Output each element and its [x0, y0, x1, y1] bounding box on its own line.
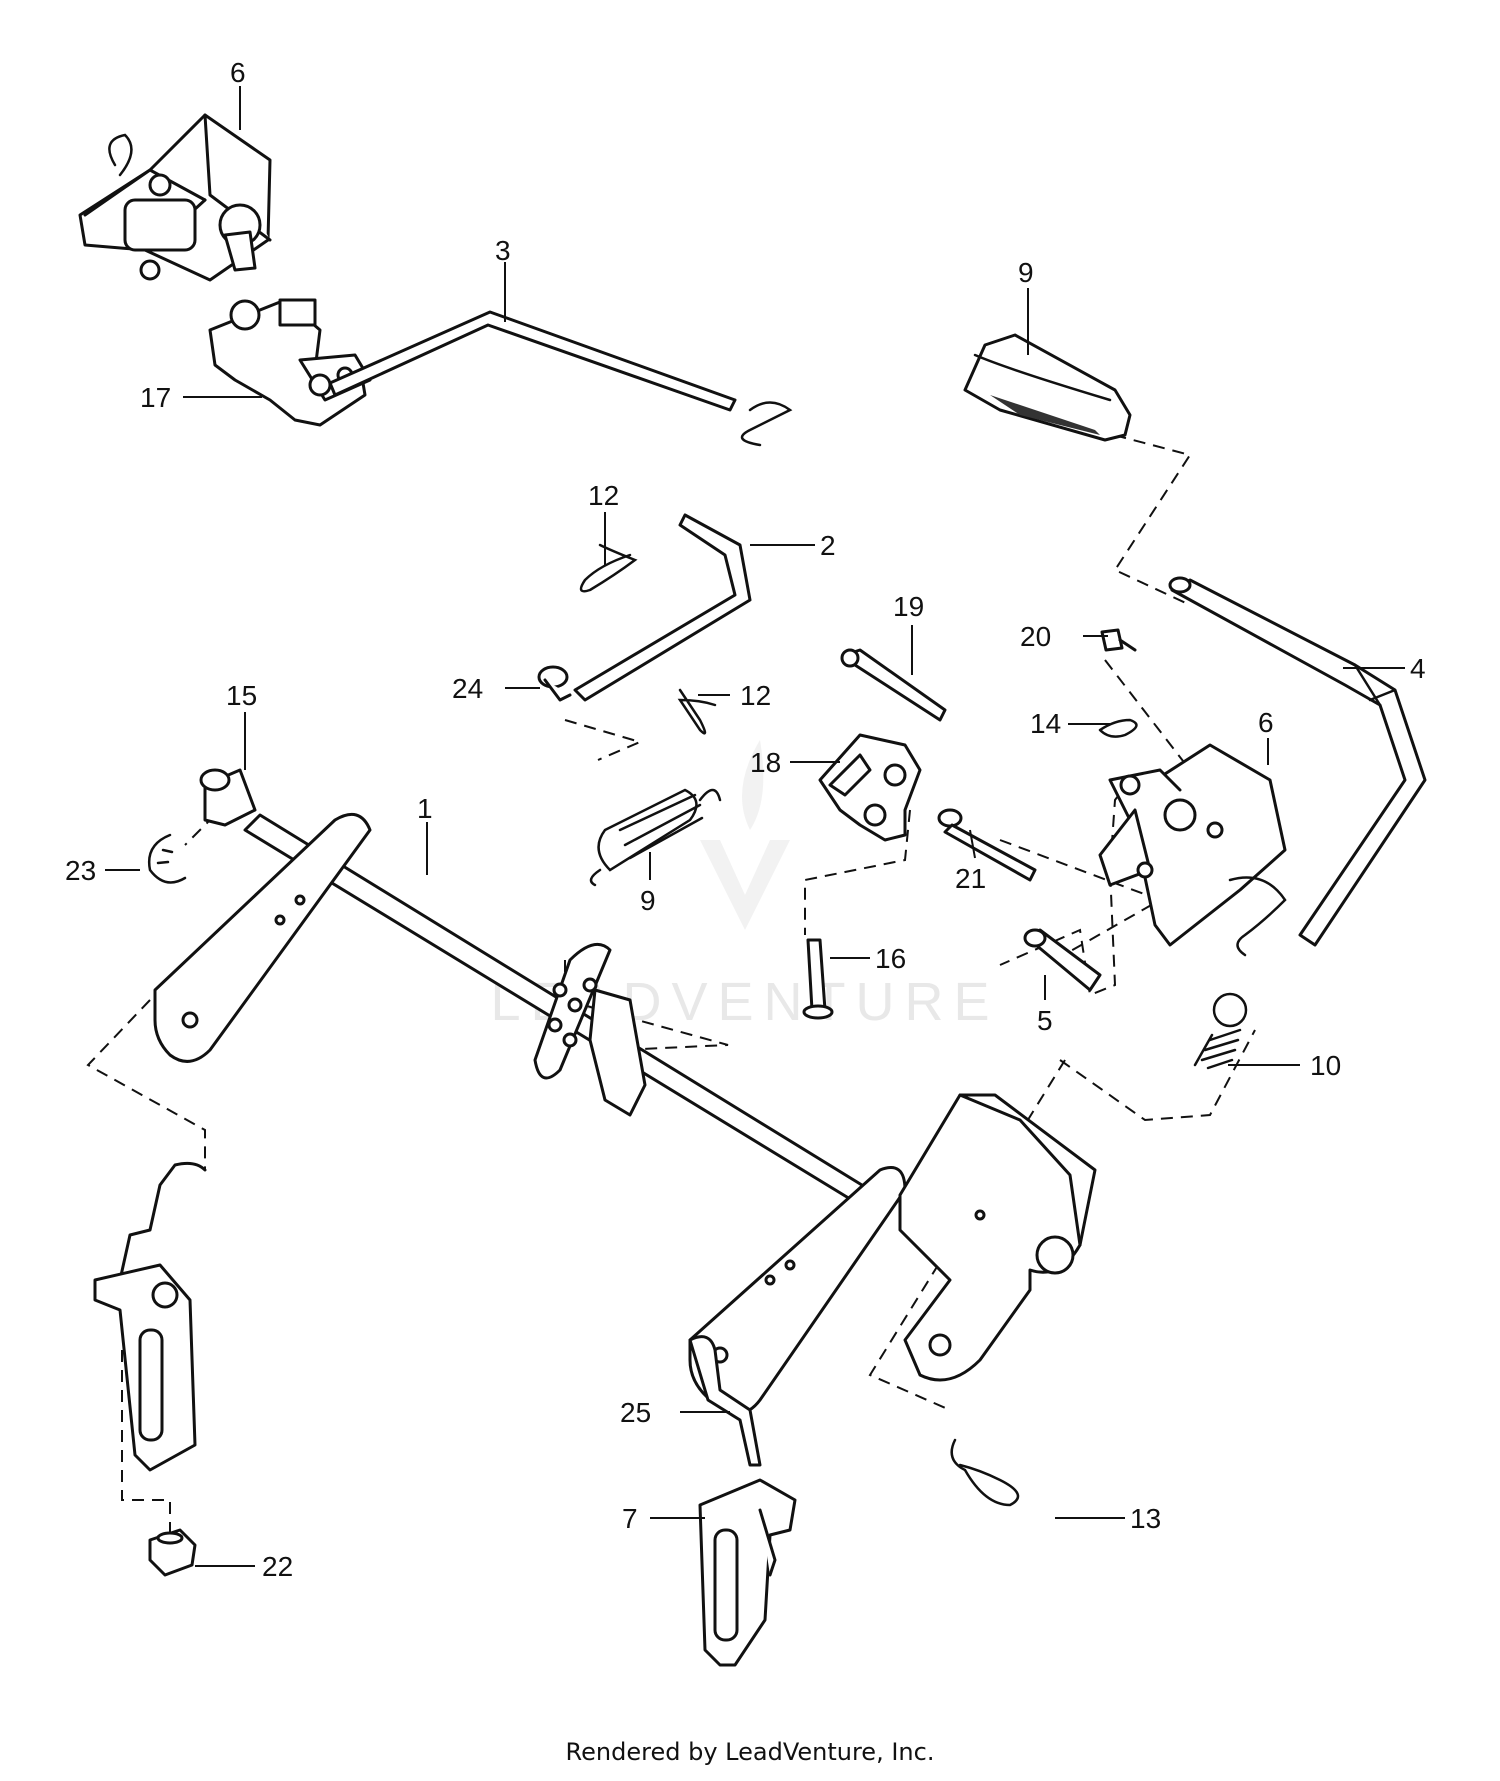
callout-3: 3 [495, 235, 511, 266]
part-3-rod [328, 310, 793, 447]
callout-2: 2 [820, 530, 836, 561]
callout-16: 16 [875, 943, 906, 974]
part-5-bushing [1023, 928, 1102, 992]
part-25-rod [688, 1335, 762, 1467]
callout-15: 15 [226, 680, 257, 711]
part-2-rod [573, 513, 752, 702]
callout-13: 13 [1130, 1503, 1161, 1534]
callout-19: 19 [893, 591, 924, 622]
callout-6-right: 6 [1258, 707, 1274, 738]
callout-8: 9 [1018, 257, 1034, 288]
watermark-logo-icon [700, 740, 790, 930]
part-23-e-ring [147, 833, 187, 884]
callout-6-top: 6 [230, 57, 246, 88]
part-14-hairpin [1098, 718, 1138, 738]
callout-labels: 6 3 17 9 12 2 19 20 4 14 6 24 12 18 15 1… [65, 57, 1426, 1582]
part-17-pivot-bracket [208, 298, 372, 427]
part-7-bracket [698, 1478, 797, 1667]
part-24-clevis-pin [537, 665, 572, 702]
callout-12-mid: 12 [740, 680, 771, 711]
part-13-hairpin [950, 1438, 1020, 1507]
part-4-handle-rod [1168, 576, 1427, 947]
part-12-hairpin-top [579, 543, 638, 593]
left-height-bracket [93, 1161, 207, 1472]
callout-18: 18 [750, 747, 781, 778]
callout-23: 23 [65, 855, 96, 886]
callout-leaders [105, 86, 1405, 1567]
part-22-nut [148, 1528, 197, 1577]
footer-credit: Rendered by LeadVenture, Inc. [565, 1738, 935, 1766]
part-16-pin [802, 938, 834, 1020]
part-19-link-rod [840, 648, 947, 722]
callout-17: 17 [140, 382, 171, 413]
callout-1: 1 [417, 793, 433, 824]
callout-14: 14 [1030, 708, 1061, 739]
part-20-screw [1100, 628, 1137, 652]
part-21-bolt [937, 808, 1037, 882]
callout-4: 4 [1410, 653, 1426, 684]
callout-10: 10 [1310, 1050, 1341, 1081]
part-1-main-shaft [153, 768, 1097, 1415]
part-6-bracket-right [1098, 743, 1287, 957]
part-18-lever-bracket [818, 733, 922, 842]
callout-7: 7 [622, 1503, 638, 1534]
callout-21: 21 [955, 863, 986, 894]
callout-5: 5 [1037, 1005, 1053, 1036]
part-12-hairpin-mid [677, 688, 717, 735]
part-8-handle-grip [963, 333, 1132, 442]
part-9-spring [589, 788, 722, 887]
callout-9: 9 [640, 885, 656, 916]
callout-20: 20 [1020, 621, 1051, 652]
part-10-spring [1193, 992, 1248, 1070]
callout-22: 22 [262, 1551, 293, 1582]
callout-25: 25 [620, 1397, 651, 1428]
callout-12-top: 12 [588, 480, 619, 511]
callout-24: 24 [452, 673, 483, 704]
part-6-bracket-top [78, 113, 272, 282]
